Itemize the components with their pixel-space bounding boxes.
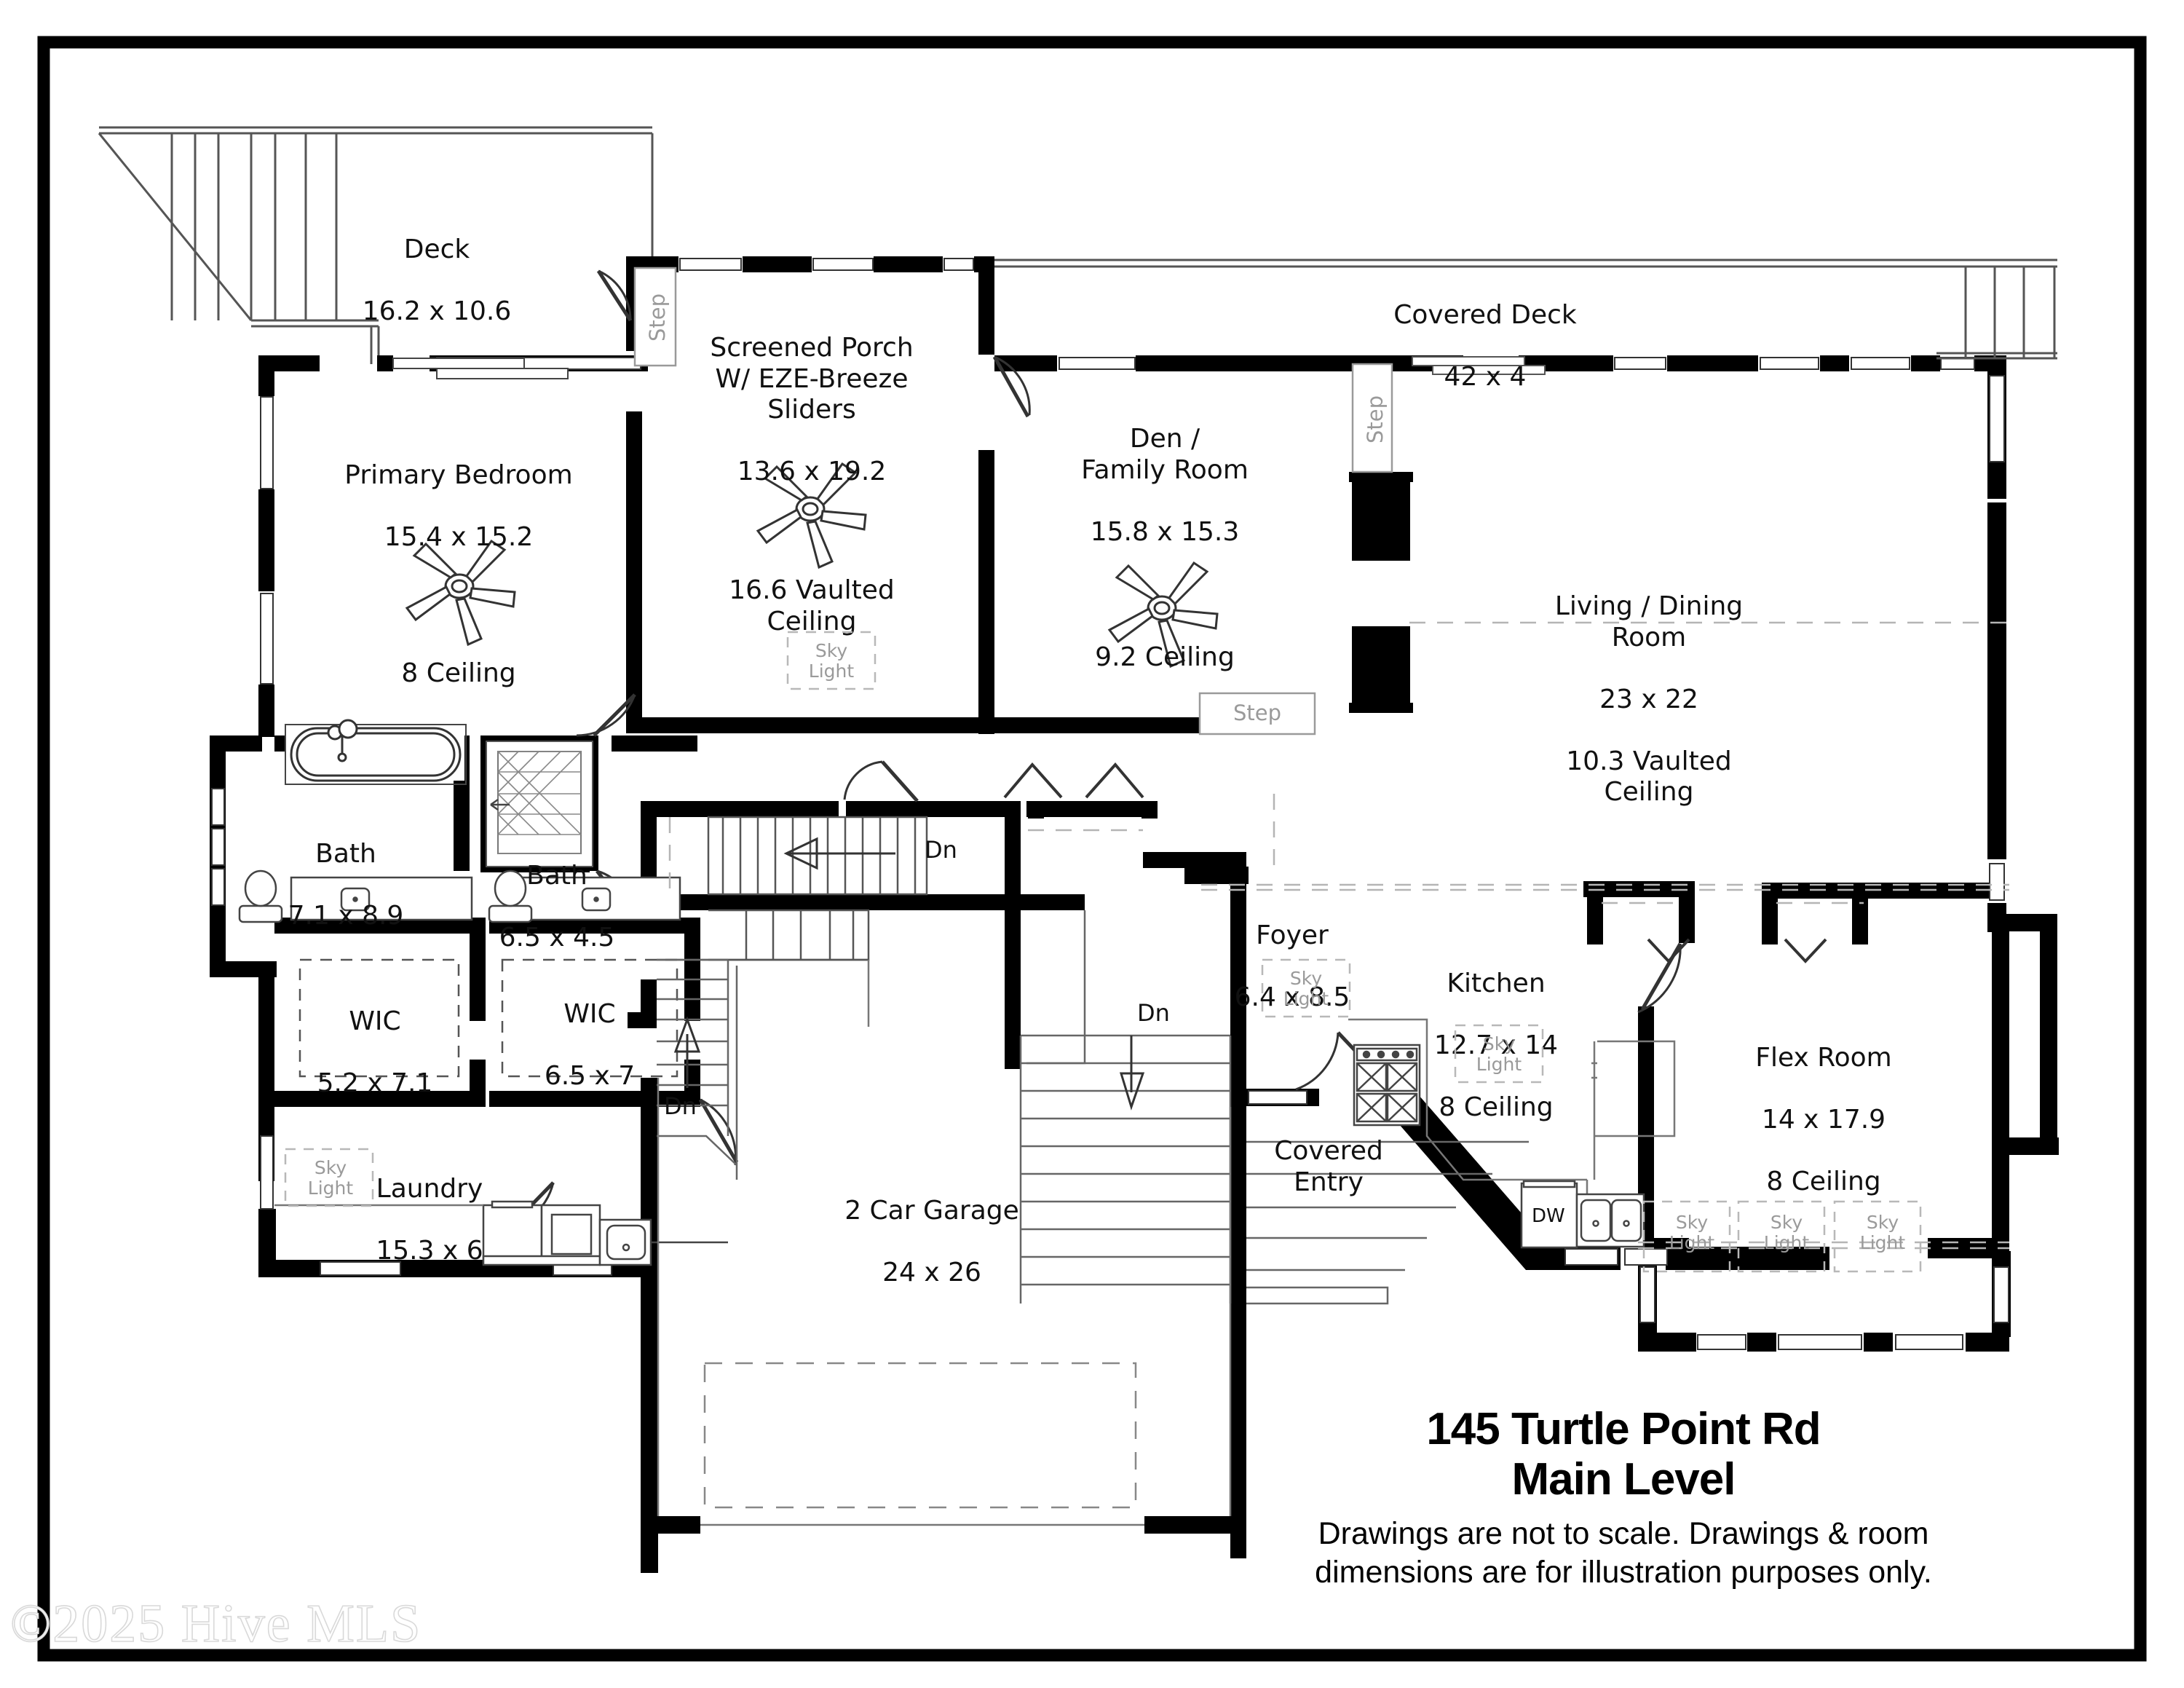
dishwasher-icon xyxy=(1520,1180,1578,1249)
skylight-label-flex-1: Sky Light xyxy=(1669,1212,1715,1253)
mls-watermark: ©2025 Hive MLS xyxy=(9,1593,422,1655)
shower-icon xyxy=(486,741,593,867)
windows xyxy=(211,258,2009,1350)
entry-steps xyxy=(1246,1140,1529,1305)
kitchen-counters xyxy=(1348,1018,1676,1247)
plan-disclaimer-line1: Drawings are not to scale. Drawings & ro… xyxy=(1318,1516,1929,1552)
skylight-label-flex-3: Sky Light xyxy=(1859,1212,1906,1253)
ceiling-fan-den xyxy=(1107,561,1219,669)
skylight-label-porch: Sky Light xyxy=(808,640,855,682)
toilet-right-bath xyxy=(488,869,533,923)
step-label-porch: Step xyxy=(645,293,670,342)
range-icon xyxy=(1353,1044,1421,1127)
dn-label-main-stair: Dn xyxy=(925,836,957,864)
dn-label-entry-stair: Dn xyxy=(1137,999,1170,1027)
stair-main xyxy=(657,816,928,961)
dishwasher-label: DW xyxy=(1532,1205,1565,1227)
covered-deck-outline xyxy=(994,259,2057,360)
deck-outline xyxy=(98,126,654,364)
title-block: 145 Turtle Point Rd Main Level Drawings … xyxy=(1223,1405,2024,1591)
ceiling-fan-screened-porch xyxy=(756,462,867,569)
laundry-appliances xyxy=(482,1200,728,1266)
vanity-left-bath xyxy=(290,876,473,921)
page-frame xyxy=(37,36,2147,1662)
garage-pad-outline xyxy=(703,1362,1137,1509)
stair-garage xyxy=(657,958,738,1180)
dn-label-garage-stair: Dn xyxy=(664,1092,697,1120)
step-label-deck: Step xyxy=(1363,395,1388,444)
toilet-left-bath xyxy=(238,869,283,923)
step-markers xyxy=(633,267,1393,735)
plan-disclaimer-line2: dimensions are for illustration purposes… xyxy=(1315,1554,1932,1590)
ceiling-fan-primary-bedroom xyxy=(405,539,516,647)
step-label-den: Step xyxy=(1233,701,1282,725)
kitchen-sink-icon xyxy=(1575,1193,1645,1248)
skylight-label-flex-2: Sky Light xyxy=(1763,1212,1810,1253)
skylight-label-foyer: Sky Light xyxy=(1283,968,1329,1009)
skylight-label-laundry: Sky Light xyxy=(307,1157,354,1199)
vanity-right-bath xyxy=(511,876,681,921)
plan-level: Main Level xyxy=(1511,1454,1736,1504)
bathtub-icon xyxy=(285,719,467,785)
skylight-label-kitchen: Sky Light xyxy=(1476,1033,1522,1075)
interior-thin-lines xyxy=(657,960,1232,1526)
plan-address: 145 Turtle Point Rd xyxy=(1426,1404,1821,1454)
closet-shelving xyxy=(298,958,678,1078)
